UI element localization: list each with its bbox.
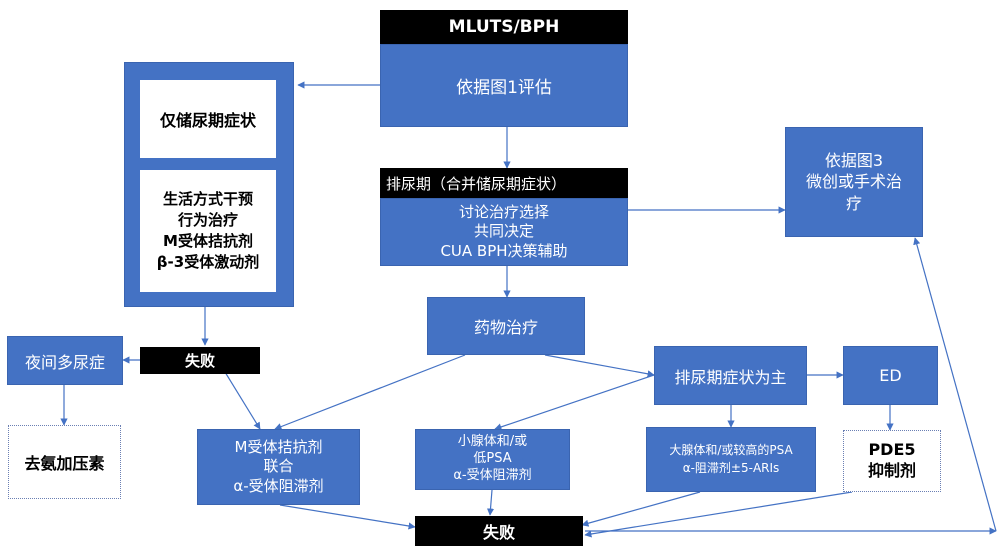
arrow-drug-to-m-combo [274, 354, 466, 431]
failure-bottom-box: 失败 [415, 516, 583, 546]
fig3-surgery-box: 依据图3 微创或手术治 疗 [785, 127, 923, 237]
arrow-m-combo-to-failure [279, 504, 416, 530]
arrow-small-to-failure [486, 489, 495, 516]
m-antagonist-combo-box: M受体拮抗剂 联合 α-受体阻滞剂 [197, 429, 360, 505]
arrow-drug-to-voiding-dominant [544, 354, 655, 378]
drug-therapy-box: 药物治疗 [427, 297, 585, 355]
arrow-corner-to-fig3 [913, 237, 997, 532]
mluts-bph-header: MLUTS/BPH [380, 10, 628, 44]
nocturia-box: 夜间多尿症 [7, 336, 123, 385]
storage-only-box: 仅储尿期症状 [140, 80, 276, 158]
ed-box: ED [843, 346, 938, 405]
arrow-pde5-to-failure [584, 491, 853, 538]
large-gland-box: 大腺体和/或较高的PSA α-阻滞剂±5-ARIs [646, 427, 816, 492]
small-gland-box: 小腺体和/或 低PSA α-受体阻滞剂 [415, 429, 570, 490]
voiding-dominant-box: 排尿期症状为主 [654, 346, 807, 405]
voiding-with-storage-header: 排尿期（合并储尿期症状） [380, 168, 628, 198]
failure-left-box: 失败 [140, 347, 260, 374]
desmopressin-box: 去氨加压素 [8, 425, 121, 499]
arrow-large-to-failure [581, 491, 701, 527]
pde5-inhibitor-box: PDE5 抑制剂 [843, 430, 941, 492]
assess-fig1-box: 依据图1评估 [380, 44, 628, 127]
arrow-failure-to-m-combo [224, 371, 261, 430]
lifestyle-therapy-box: 生活方式干预 行为治疗 M受体拮抗剂 β-3受体激动剂 [140, 170, 276, 292]
discuss-options-box: 讨论治疗选择 共同决定 CUA BPH决策辅助 [380, 198, 628, 266]
arrow-voiding-dominant-to-small [494, 374, 655, 431]
